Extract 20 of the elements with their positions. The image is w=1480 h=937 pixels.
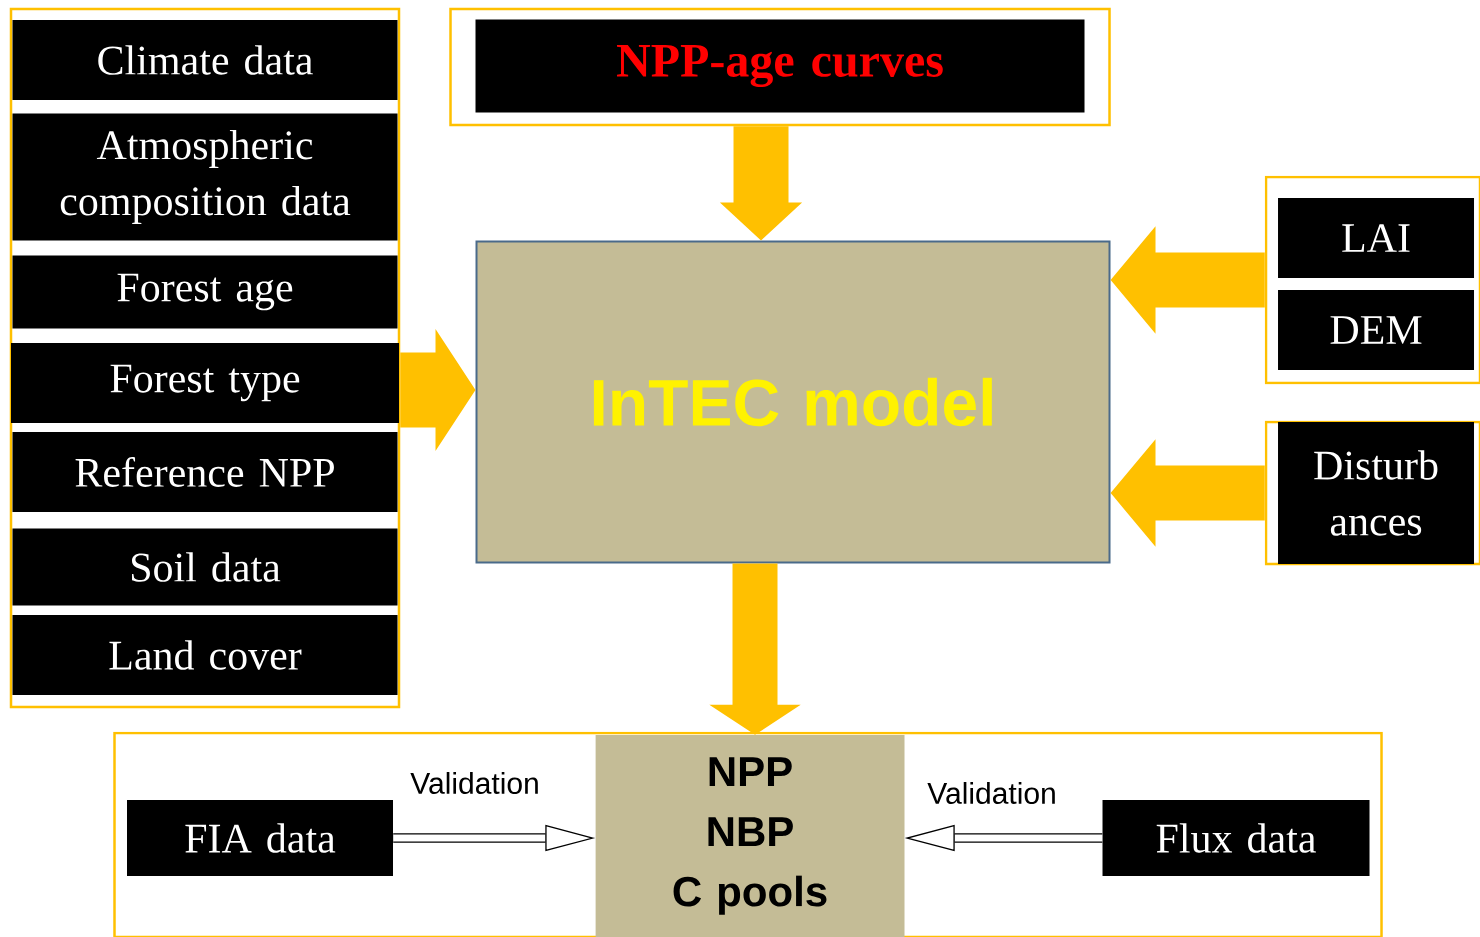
data-box: DEM <box>1278 290 1474 370</box>
data-box: Flux data <box>1102 800 1370 876</box>
data-box: LAI <box>1278 198 1474 278</box>
edge-label: Validation <box>409 771 541 796</box>
group-frame <box>113 731 1383 937</box>
data-box: Forest type <box>11 343 399 423</box>
data-box: Forest age <box>12 255 398 329</box>
group-frame <box>9 7 401 709</box>
output-box: NPP NBP C pools <box>595 735 905 937</box>
data-box: Land cover <box>12 615 398 695</box>
data-box: Climate data <box>12 20 398 100</box>
data-box: Soil data <box>12 528 398 606</box>
data-box: Atmospheric composition data <box>12 113 398 241</box>
model-box: InTEC model <box>475 240 1111 564</box>
group-frame <box>449 7 1111 127</box>
edge-label: Validation <box>926 781 1058 806</box>
data-box: NPP-age curves <box>475 19 1085 113</box>
data-box: Disturb ances <box>1278 422 1474 564</box>
data-box: FIA data <box>127 800 393 876</box>
data-box: Reference NPP <box>12 432 398 512</box>
